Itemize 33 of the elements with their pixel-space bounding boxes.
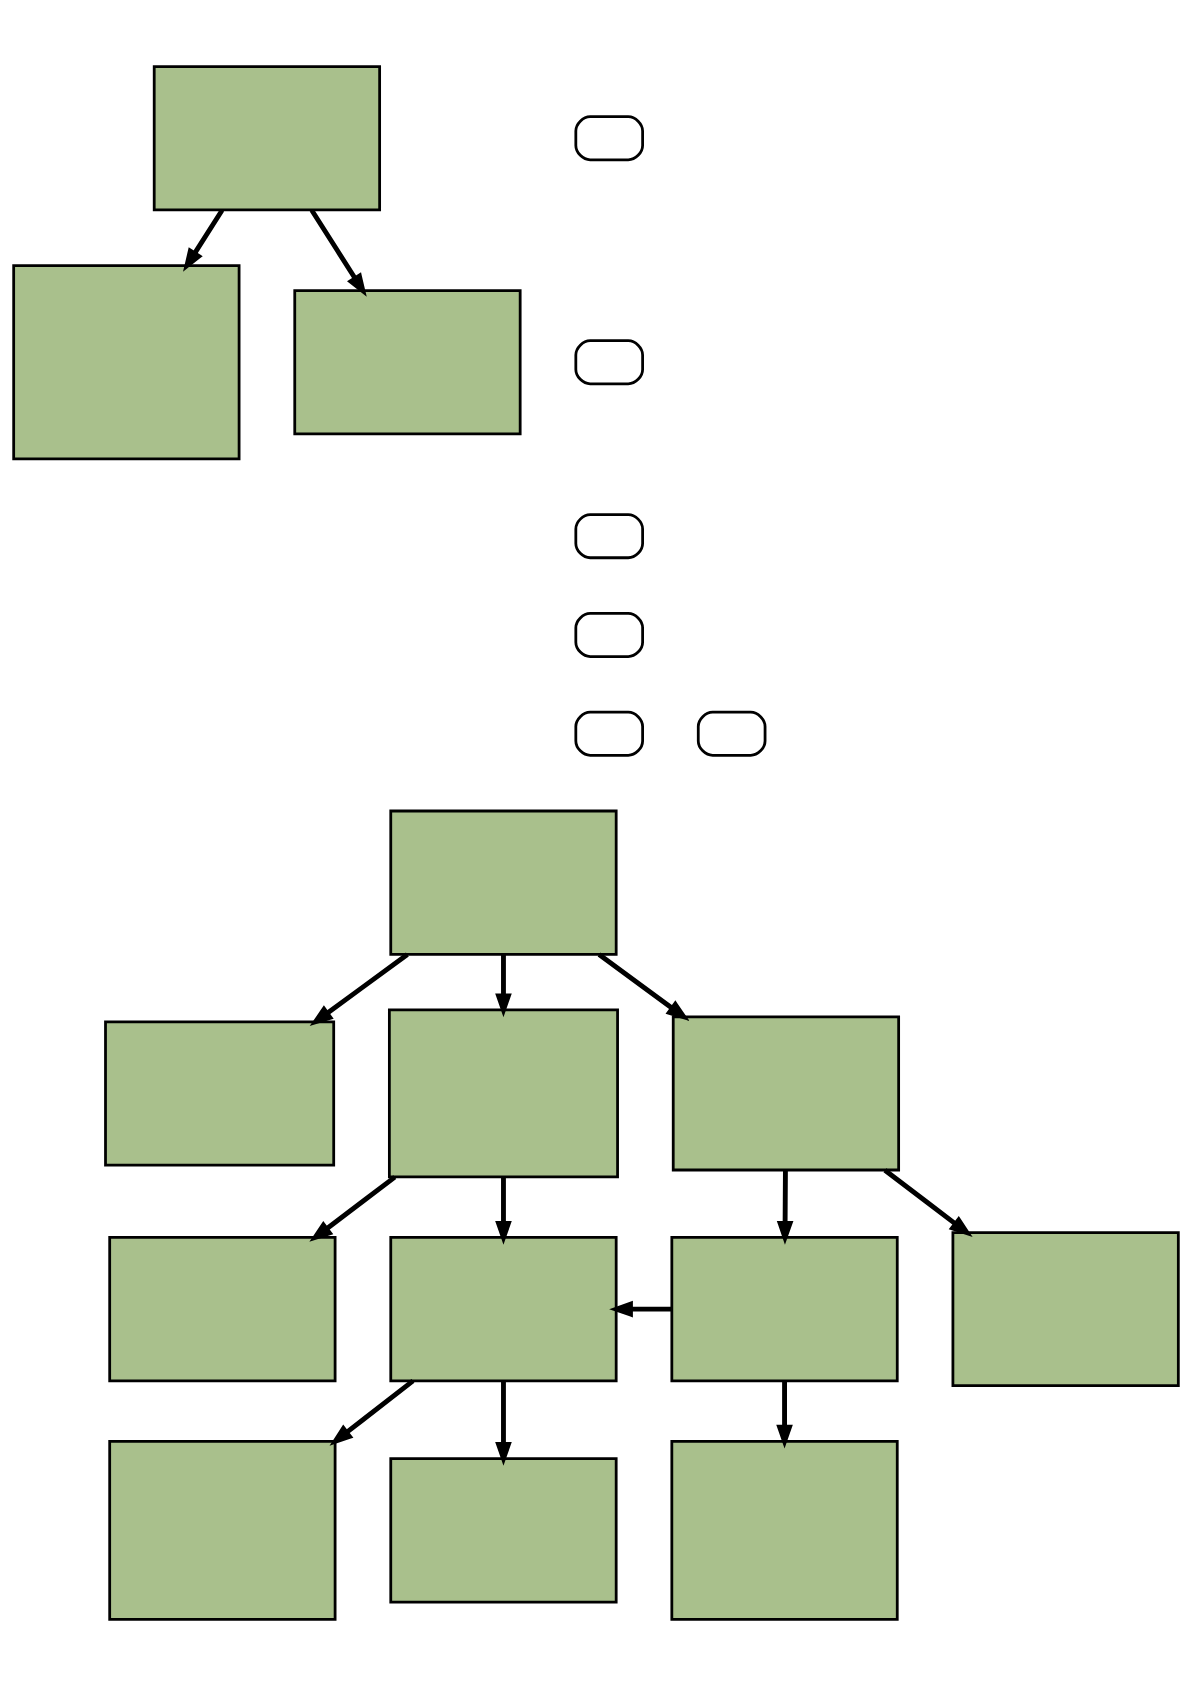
arrow [329,1378,415,1446]
arrow [495,1176,512,1245]
node-box [951,1230,1180,1387]
arrow [776,1380,793,1449]
arrow [495,953,512,1017]
node-box [388,1008,619,1178]
arrow [883,1167,973,1237]
arrow [609,1300,672,1317]
arrow [183,208,225,272]
arrow [309,952,409,1026]
arrow [776,1170,794,1245]
node-box [574,710,644,757]
node-box [389,1235,618,1382]
node-box [670,1235,899,1382]
node-box [152,64,381,211]
node-box [574,611,644,658]
node-box [574,338,644,385]
node-box [670,1439,899,1621]
node-box [696,710,767,757]
node-box [293,288,522,435]
node-box [12,263,241,460]
node-box [108,1439,337,1621]
arrow [495,1380,512,1466]
node-box [104,1019,336,1166]
node-box [671,1015,901,1171]
node-box [108,1235,337,1382]
node-box [574,512,644,559]
node-box [389,1456,618,1603]
arrow [597,952,690,1021]
arrow [309,208,367,297]
node-box [389,809,618,956]
node-box [574,114,644,161]
arrow [309,1174,397,1242]
